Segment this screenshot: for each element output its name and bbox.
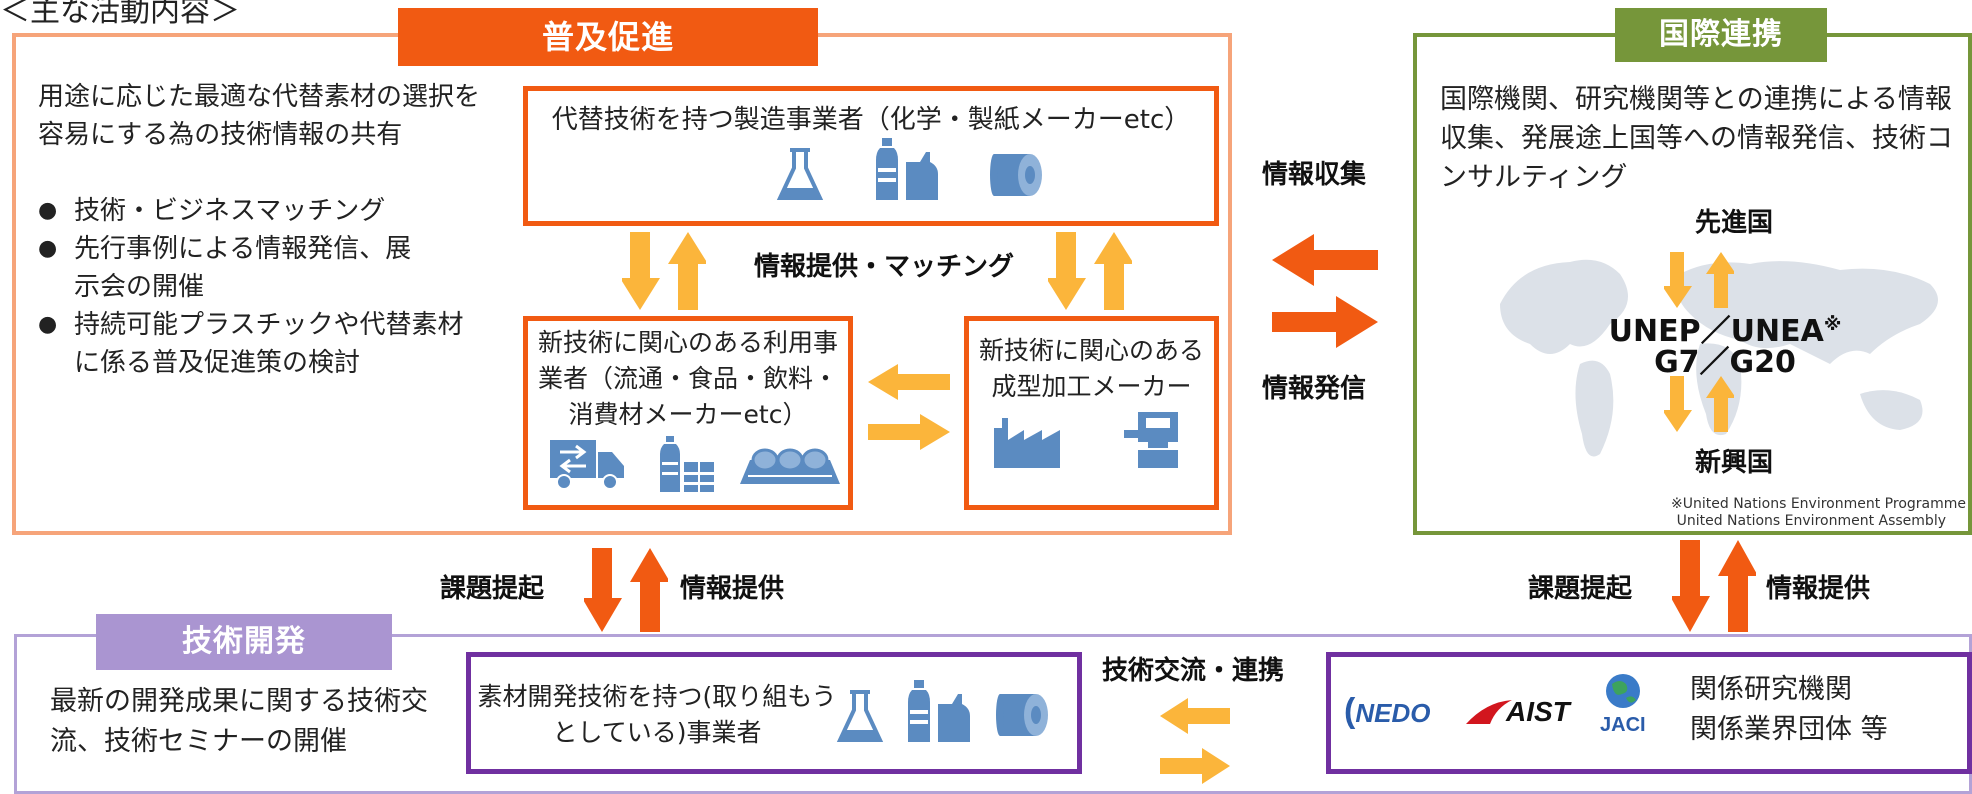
exchange-label: 技術交流・連携 xyxy=(1102,656,1285,686)
nedo-logo: (NEDO xyxy=(1344,692,1430,731)
emerging-label: 新興国 xyxy=(1694,448,1773,478)
aist-logo-text: AIST xyxy=(1506,696,1570,727)
page-heading: ＜主な活動内容＞ xyxy=(0,0,240,29)
aist-swoosh-icon xyxy=(1466,700,1512,724)
unep-footnote-mark: ※ xyxy=(1823,314,1842,335)
unep-text: UNEP／UNEA xyxy=(1608,314,1824,349)
down-up-arrows-left xyxy=(622,232,706,310)
jaci-globe-icon xyxy=(1606,674,1640,708)
footnote-line-2: United Nations Environment Assembly xyxy=(1676,513,1946,529)
developed-label: 先進国 xyxy=(1694,208,1773,238)
truck-icon xyxy=(550,440,624,490)
bottles-icon xyxy=(908,680,970,742)
matching-label: 情報提供・マッチング xyxy=(754,252,1015,282)
factory-icon xyxy=(994,418,1060,468)
g7-label: G7／G20 xyxy=(1654,345,1796,380)
issue-label-right: 課題提起 xyxy=(1528,574,1633,604)
emerging-arrows xyxy=(1664,376,1734,432)
nedo-logo-text: NEDO xyxy=(1355,698,1431,728)
food-tray-icon xyxy=(740,448,840,484)
issue-info-arrows-right xyxy=(1672,540,1756,632)
institutes-box xyxy=(1326,652,1972,774)
info-label-left: 情報提供 xyxy=(680,574,785,604)
bottles-icon xyxy=(876,138,938,200)
materials-label: 素材開発技術を持つ(取り組もうとしている)事業者 xyxy=(477,682,837,747)
materials-box: 素材開発技術を持つ(取り組もうとしている)事業者 xyxy=(466,652,1082,774)
fukyu-bullet-list: 技術・ビジネスマッチング 先行事例による情報発信、展示会の開催 持続可能プラスチ… xyxy=(38,192,488,382)
bullet-item: 持続可能プラスチックや代替素材に係る普及促進策の検討 xyxy=(38,306,464,382)
kokusai-tab: 国際連携 xyxy=(1615,8,1827,62)
unep-footnote: ※United Nations Environment Programme Un… xyxy=(1600,496,1966,530)
flask-icon xyxy=(776,148,824,200)
footnote-line-1: ※United Nations Environment Programme xyxy=(1671,496,1966,512)
collect-send-arrows xyxy=(1272,234,1378,348)
manufacturers-box: 代替技術を持つ製造事業者（化学・製紙メーカーetc） xyxy=(523,86,1219,226)
exchange-arrows-bottom xyxy=(1160,698,1230,784)
down-up-arrows-right xyxy=(1048,232,1132,310)
fukyu-description: 用途に応じた最適な代替素材の選択を容易にする為の技術情報の共有 xyxy=(38,82,481,150)
collect-label: 情報収集 xyxy=(1262,160,1367,190)
send-label: 情報発信 xyxy=(1262,374,1367,404)
paper-roll-icon xyxy=(996,694,1048,736)
paper-roll-icon xyxy=(990,154,1042,196)
issue-label-left: 課題提起 xyxy=(440,574,545,604)
info-label-right: 情報提供 xyxy=(1766,574,1871,604)
gijutsu-tab: 技術開発 xyxy=(96,614,392,670)
unep-label: UNEP／UNEA※ xyxy=(1560,306,1890,351)
nedo-arc-icon: ( xyxy=(1344,692,1356,730)
molding-machine-icon xyxy=(1124,412,1178,468)
gijutsu-description: 最新の開発成果に関する技術交流、技術セミナーの開催 xyxy=(50,686,428,757)
drinks-icon xyxy=(660,436,714,492)
flask-icon xyxy=(836,690,884,742)
jaci-logo-text: JACI xyxy=(1600,714,1646,736)
fukyu-tab: 普及促進 xyxy=(398,8,818,66)
manufacturers-label: 代替技術を持つ製造事業者（化学・製紙メーカーetc） xyxy=(551,105,1191,135)
converters-label: 新技術に関心のある成型加工メーカー xyxy=(978,336,1204,401)
bullet-item: 技術・ビジネスマッチング xyxy=(38,192,488,230)
issue-info-arrows-left xyxy=(584,548,668,632)
users-box: 新技術に関心のある利用事業者（流通・食品・飲料・消費材メーカーetc） xyxy=(523,316,853,510)
developed-arrows xyxy=(1664,252,1734,308)
institutes-label: 関係研究機関 xyxy=(1690,674,1852,705)
bullet-item: 先行事例による情報発信、展示会の開催 xyxy=(38,230,424,306)
users-label: 新技術に関心のある利用事業者（流通・食品・飲料・消費材メーカーetc） xyxy=(537,328,838,429)
exchange-arrows-users-converters xyxy=(868,364,950,450)
associations-label: 関係業界団体 等 xyxy=(1690,714,1888,745)
world-map-icon xyxy=(1500,259,1938,457)
kokusai-description: 国際機関、研究機関等との連携による情報収集、発展途上国等への情報発信、技術コンサ… xyxy=(1440,84,1953,193)
